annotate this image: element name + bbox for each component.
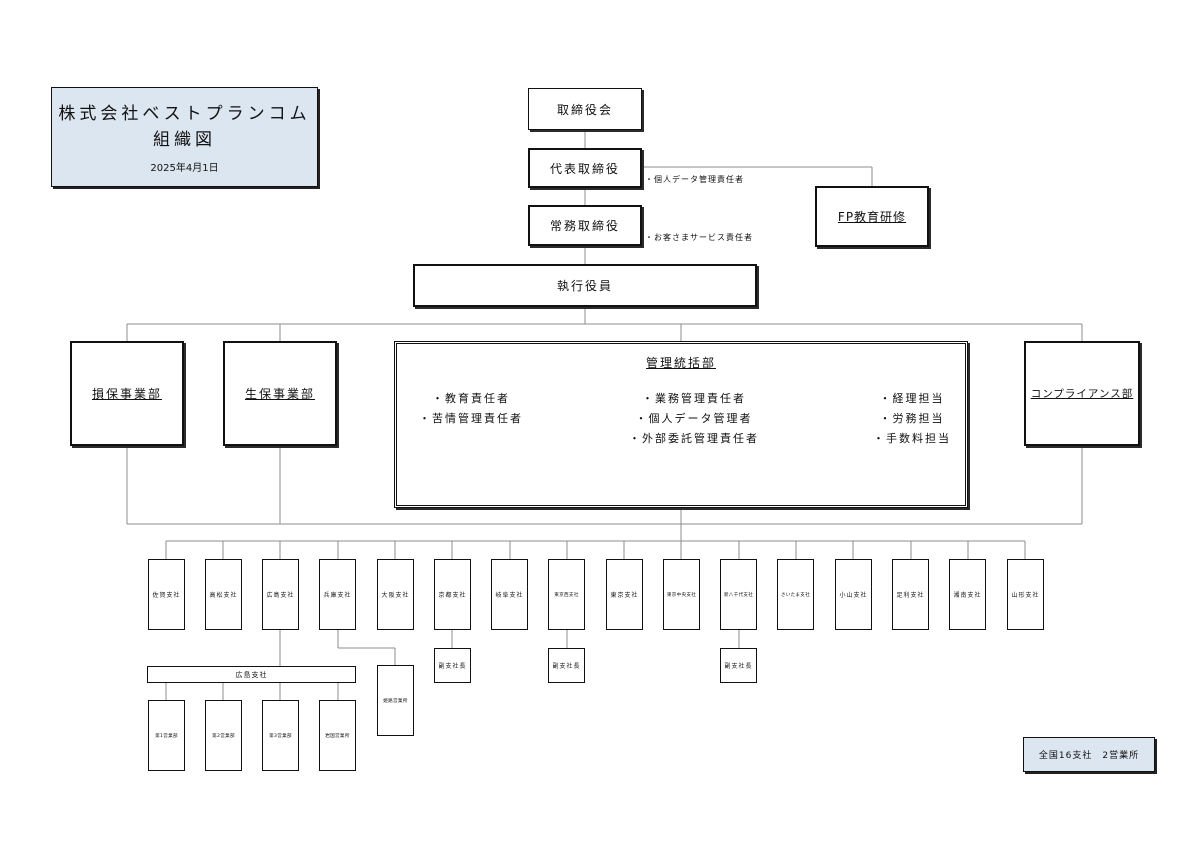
branch-label: 高松支社	[209, 592, 238, 599]
branch-shin-yachiyo: 新八千代支社	[720, 559, 757, 630]
managing-label: 常務取締役	[549, 219, 620, 233]
vice-label: 副支社長	[552, 663, 581, 670]
compliance-dept-box: コンプライアンス部	[1024, 341, 1140, 446]
unit-label: 第1営業部	[155, 733, 178, 739]
managing-note: ・お客さまサービス責任者	[645, 233, 753, 242]
sonpo-label: 損保事業部	[91, 387, 162, 401]
vice-label: 副支社長	[438, 663, 467, 670]
seiho-label: 生保事業部	[244, 387, 315, 401]
vice-manager-tokyo-nishi: 副支社長	[548, 648, 585, 683]
branch-label: 岐阜支社	[495, 592, 524, 599]
branch-saitama: さいたま支社	[777, 559, 814, 630]
managing-director-box: 常務取締役	[528, 205, 642, 246]
branch-label: さいたま支社	[780, 592, 811, 598]
branch-label: 東京支社	[610, 592, 639, 599]
duty-item: ・労務担当	[879, 412, 945, 425]
duty-item: ・外部委託管理責任者	[629, 432, 759, 445]
sonpo-dept-box: 損保事業部	[70, 341, 184, 446]
unit-label: 第2営業部	[212, 733, 235, 739]
branch-label: 小山支社	[839, 592, 868, 599]
vice-manager-shin-yachiyo: 副支社長	[720, 648, 757, 683]
management-col-3: ・経理担当 ・労務担当 ・手数料担当	[873, 389, 951, 449]
branch-osaka: 大阪支社	[377, 559, 414, 630]
branch-ashikaga: 足利支社	[892, 559, 929, 630]
duty-item: ・教育責任者	[432, 392, 510, 405]
branch-tokyo-nishi: 東京西支社	[548, 559, 585, 630]
iwakuni-office: 岩国営業所	[319, 700, 356, 771]
duty-item: ・苦情管理責任者	[419, 412, 523, 425]
company-name: 株式会社ベストプランコム	[58, 103, 311, 124]
board-of-directors-box: 取締役会	[528, 88, 642, 130]
branch-label: 佐賀支社	[152, 592, 181, 599]
branch-tokyo-chuo: 東京中央支社	[663, 559, 700, 630]
board-label: 取締役会	[556, 102, 613, 117]
himeji-label: 姫路営業所	[383, 698, 408, 704]
unit-label: 岩国営業所	[325, 733, 350, 739]
branch-gifu: 岐阜支社	[491, 559, 528, 630]
vice-label: 副支社長	[724, 663, 753, 670]
compliance-label: コンプライアンス部	[1030, 388, 1134, 400]
chart-date: 2025年4月1日	[150, 162, 219, 174]
branch-label: 広島支社	[266, 592, 295, 599]
branch-label: 山形支社	[1011, 592, 1040, 599]
hiroshima-group-label: 広島支社	[235, 670, 268, 679]
branch-summary-label: 全国16支社 2営業所	[1038, 751, 1140, 761]
president-note: ・個人データ管理責任者	[645, 175, 744, 184]
management-col-1: ・教育責任者 ・苦情管理責任者	[419, 389, 523, 429]
management-dept-box: 管理統括部 ・教育責任者 ・苦情管理責任者 ・業務管理責任者 ・個人データ管理者…	[394, 341, 968, 508]
hiroshima-unit-3: 第3営業部	[262, 700, 299, 771]
branch-oyama: 小山支社	[835, 559, 872, 630]
vice-manager-kyoto: 副支社長	[434, 648, 471, 683]
branch-label: 湘南支社	[953, 592, 982, 599]
branch-takamatsu: 高松支社	[205, 559, 242, 630]
branch-hyogo: 兵庫支社	[319, 559, 356, 630]
himeji-office: 姫路営業所	[377, 665, 414, 736]
duty-item: ・業務管理責任者	[642, 392, 746, 405]
hiroshima-unit-2: 第2営業部	[205, 700, 242, 771]
hiroshima-unit-1: 第1営業部	[148, 700, 185, 771]
seiho-dept-box: 生保事業部	[223, 341, 337, 446]
fp-label: FP教育研修	[837, 210, 907, 224]
unit-label: 第3営業部	[269, 733, 292, 739]
branch-tokyo: 東京支社	[606, 559, 643, 630]
president-box: 代表取締役	[528, 148, 642, 188]
title-block: 株式会社ベストプランコム 組織図 2025年4月1日	[51, 87, 318, 187]
hiroshima-group-bar: 広島支社	[147, 666, 356, 683]
management-title: 管理統括部	[645, 356, 716, 370]
branch-saga: 佐賀支社	[148, 559, 185, 630]
branch-label: 兵庫支社	[323, 592, 352, 599]
duty-item: ・経理担当	[879, 392, 945, 405]
branch-label: 東京中央支社	[666, 592, 697, 598]
branch-yamagata: 山形支社	[1007, 559, 1044, 630]
fp-training-box: FP教育研修	[815, 186, 929, 247]
branch-kyoto: 京都支社	[434, 559, 471, 630]
chart-title: 組織図	[153, 129, 216, 150]
branch-label: 足利支社	[896, 592, 925, 599]
branch-label: 新八千代支社	[723, 592, 754, 598]
branch-summary-box: 全国16支社 2営業所	[1023, 737, 1155, 772]
branch-shonan: 湘南支社	[949, 559, 986, 630]
branch-label: 大阪支社	[381, 592, 410, 599]
branch-hiroshima: 広島支社	[262, 559, 299, 630]
branch-label: 東京西支社	[554, 592, 579, 598]
branch-label: 京都支社	[438, 592, 467, 599]
management-col-2: ・業務管理責任者 ・個人データ管理者 ・外部委託管理責任者	[629, 389, 759, 449]
duty-item: ・個人データ管理者	[635, 412, 753, 425]
duty-item: ・手数料担当	[873, 432, 951, 445]
executive-label: 執行役員	[556, 279, 613, 293]
executive-officers-box: 執行役員	[413, 264, 757, 307]
president-label: 代表取締役	[549, 161, 620, 176]
